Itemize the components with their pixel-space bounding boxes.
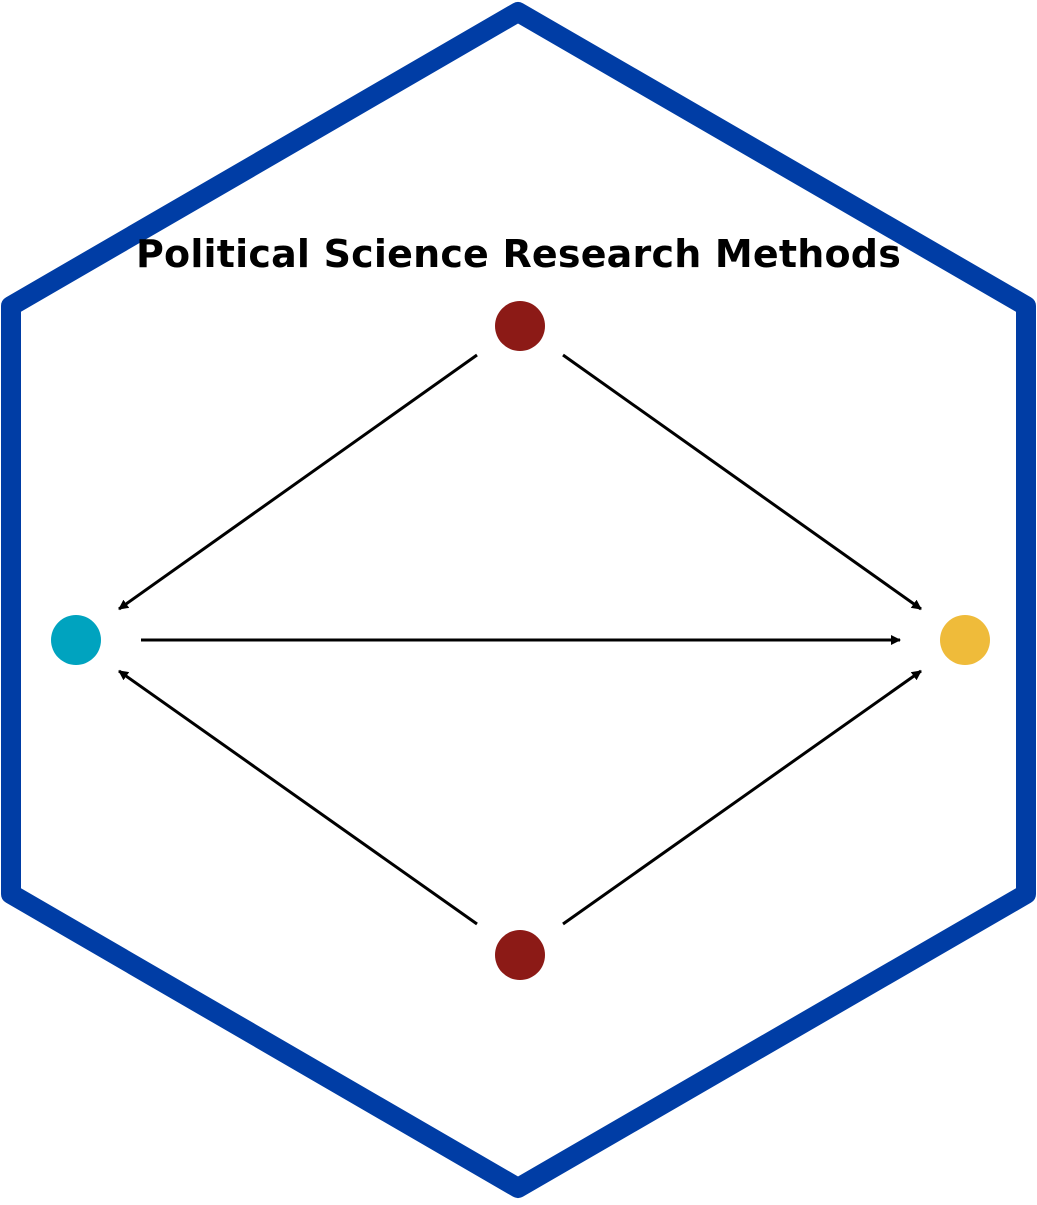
node-right-outcome — [940, 615, 990, 665]
edge-bottom-to-right — [562, 669, 922, 926]
node-bottom-confounder — [495, 930, 545, 980]
edge-top-to-left — [118, 353, 478, 611]
node-top-confounder — [495, 301, 545, 351]
nodes-layer — [51, 301, 990, 980]
logo-title: Political Science Research Methods — [135, 232, 902, 276]
edge-top-to-right — [562, 353, 922, 611]
node-left-treatment — [51, 615, 101, 665]
edge-bottom-to-left — [118, 669, 478, 926]
edges-layer — [118, 353, 922, 926]
